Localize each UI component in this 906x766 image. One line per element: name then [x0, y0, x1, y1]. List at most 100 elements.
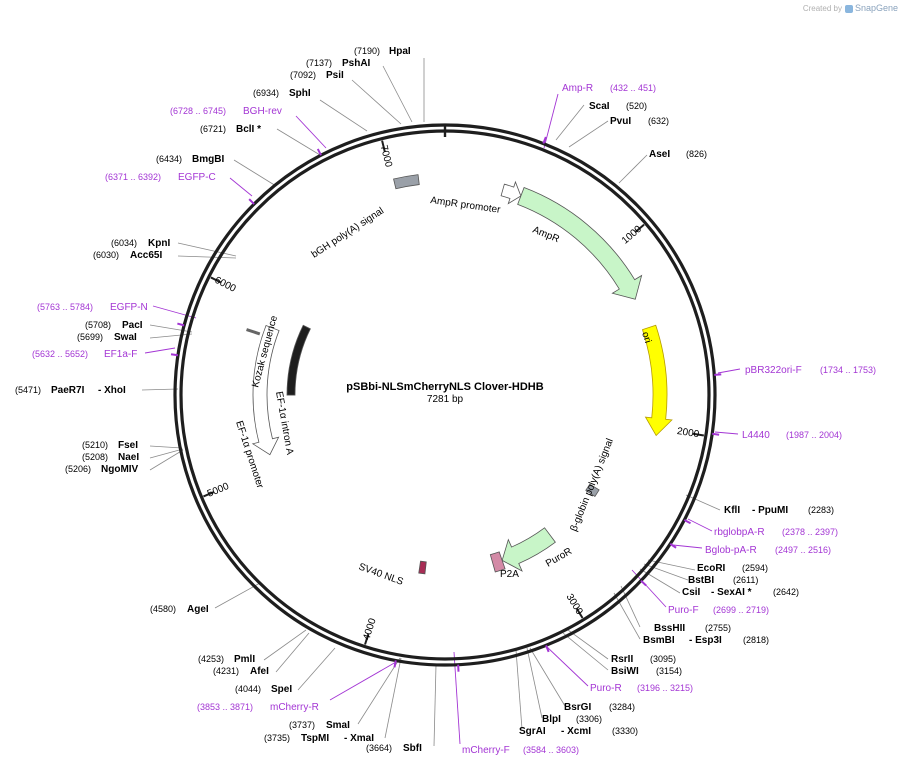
- site-swai: (5699)SwaI: [77, 332, 137, 343]
- primer-rbglobpa-r: rbglobpA-R(2378 .. 2397): [714, 527, 838, 538]
- tick-mark-5000: [203, 491, 214, 498]
- tick-mark-6000: [210, 276, 222, 284]
- feature-shape-4: [501, 527, 556, 572]
- primer-puro-r: Puro-R(3196 .. 3215): [590, 683, 693, 694]
- primer-mark-2: [712, 432, 720, 436]
- feature-label-bgh-polya: bGH poly(A) signal: [310, 206, 386, 261]
- tick-mark-3000: [575, 608, 584, 619]
- site-ecori: EcoRI(2594): [697, 563, 768, 574]
- primer-egfp-n: (5763 .. 5784)EGFP-N: [37, 302, 148, 313]
- site-pshai: (7137)PshAI: [306, 58, 371, 69]
- tick-mark-1000: [635, 223, 645, 233]
- site-psii: (7092)PsiI: [290, 70, 344, 81]
- primer-mcherry-r: (3853 .. 3871)mCherry-R: [197, 702, 319, 713]
- primer-mark-3: [683, 519, 691, 525]
- site-pvui: PvuI(632): [610, 116, 669, 127]
- primer-marks: [170, 136, 722, 672]
- credit-prefix: Created by: [802, 4, 842, 13]
- feature-shape-8: [286, 324, 311, 396]
- tick-mark-2000: [692, 432, 705, 437]
- tick-label-4000: 4000: [361, 617, 378, 642]
- feature-shape-2: [641, 324, 673, 437]
- primer-mark-1: [714, 373, 722, 376]
- feature-label-ef1a-intron: EF-1α intron A: [273, 391, 295, 456]
- primer-l4440: L4440(1987 .. 2004): [742, 430, 842, 441]
- primer-amp-r: Amp-R(432 .. 451): [562, 83, 656, 94]
- feature-label-bglobin-polya: β-globin poly(A) signal: [569, 437, 616, 533]
- feature-label-puror: PuroR: [544, 546, 574, 570]
- primer-egfp-c: (6371 .. 6392)EGFP-C: [105, 172, 216, 183]
- feature-label-ampr: AmpR: [531, 225, 561, 246]
- site-scai: ScaI(520): [589, 101, 647, 112]
- feature-label-ampr-promoter: AmpR promoter: [430, 195, 502, 216]
- site-ngomiv: (5206)NgoMIV: [65, 464, 139, 475]
- site-kpni: (6034)KpnI: [111, 238, 170, 249]
- site-bstbi: BstBI(2611): [688, 575, 758, 586]
- primer-ef1a-f: (5632 .. 5652)EF1a-F: [32, 349, 137, 360]
- tick-mark-4000: [364, 633, 370, 645]
- feature-shape-5: [489, 551, 506, 573]
- tick-label-3000: 3000: [564, 592, 585, 617]
- primer-mark-8: [393, 660, 397, 668]
- site-bmgbi: (6434)BmgBI: [156, 154, 224, 165]
- primer-mark-10: [177, 322, 185, 327]
- feature-shape-0: [500, 180, 522, 205]
- site-smai: (3737)SmaI: [289, 720, 350, 731]
- primer-mark-9: [170, 353, 179, 357]
- site-rsrii: RsrII(3095): [611, 654, 676, 665]
- credit-brand: SnapGene: [854, 3, 898, 13]
- primer-mark-4: [669, 543, 677, 549]
- site-bcli: (6721)BclI *: [200, 124, 261, 135]
- site-agei: (4580)AgeI: [150, 604, 209, 615]
- site-sgrai-xcmi: SgrAI- XcmI(3330): [519, 726, 638, 737]
- plasmid-name: pSBbi-NLSmCherryNLS Clover-HDHB: [346, 381, 543, 393]
- site-sbfi: (3664)SbfI: [366, 743, 422, 754]
- plasmid-length: 7281 bp: [427, 394, 464, 405]
- leader-lines: [141, 58, 721, 747]
- site-asei: AseI(826): [649, 149, 707, 160]
- site-paci: (5708)PacI: [85, 320, 143, 331]
- primer-mark-5: [640, 579, 647, 587]
- site-sphi: (6934)SphI: [253, 88, 311, 99]
- site-blpi: BlpI(3306): [542, 714, 602, 725]
- snapgene-logo-icon: [844, 4, 853, 13]
- tick-mark-7000: [381, 140, 386, 152]
- primer-pbr322ori-f: pBR322ori-F(1734 .. 1753): [745, 365, 876, 376]
- tick-label-2000: 2000: [676, 426, 700, 440]
- site-hpai: (7190)HpaI: [354, 46, 411, 57]
- site-acc65i: (6030)Acc65I: [93, 250, 162, 261]
- kozak-marker: [246, 328, 261, 336]
- tick-label-7000: 7000: [378, 144, 394, 169]
- feature-label-p2a: P2A: [500, 569, 519, 580]
- site-tspmi-xmai: (3735)TspMI- XmaI: [264, 733, 374, 744]
- feature-shape-3: [585, 483, 600, 498]
- primer-mark-0: [542, 136, 547, 144]
- primer-mcherry-f: mCherry-F(3584 .. 3603): [462, 745, 579, 756]
- primer-bglob-pa-r: Bglob-pA-R(2497 .. 2516): [705, 545, 831, 556]
- feature-shape-6: [418, 560, 427, 575]
- site-bsmbi-esp3i: BsmBI- Esp3I(2818): [643, 635, 769, 646]
- site-afei: (4231)AfeI: [213, 666, 269, 677]
- primer-mark-6: [545, 645, 550, 653]
- primer-mark-12: [316, 148, 322, 156]
- tick-label-5000: 5000: [206, 481, 231, 500]
- snapgene-credit: Created by SnapGene: [803, 3, 898, 13]
- primer-mark-11: [248, 198, 255, 205]
- primer-bgh-rev: (6728 .. 6745)BGH-rev: [170, 106, 282, 117]
- site-bsiwi: BsiWI(3154): [611, 666, 682, 677]
- primer-leader-lines: [144, 93, 741, 745]
- site-bsshii: BssHII(2755): [654, 623, 731, 634]
- feature-label-ori: ori: [639, 331, 653, 345]
- site-fsei: (5210)FseI: [82, 440, 138, 451]
- features-layer: [246, 174, 673, 575]
- tick-label-6000: 6000: [213, 275, 238, 295]
- site-bsrgi: BsrGI(3284): [564, 702, 635, 713]
- feature-shape-10: [393, 174, 420, 190]
- primer-puro-f: Puro-F(2699 .. 2719): [668, 605, 769, 616]
- feature-label-sv40-nls: SV40 NLS: [357, 561, 405, 587]
- site-csii-sexai: CsiI- SexAI *(2642): [682, 587, 799, 598]
- site-spei: (4044)SpeI: [235, 684, 292, 695]
- site-paer7i-xhoi: (5471)PaeR7I- XhoI: [15, 385, 126, 396]
- feature-shape-7: [251, 324, 280, 456]
